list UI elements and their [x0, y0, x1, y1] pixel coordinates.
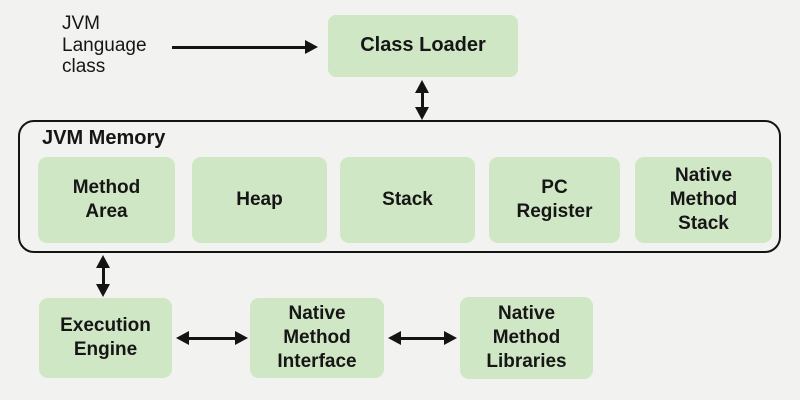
native-method-libraries-label: Native Method Libraries: [486, 302, 567, 373]
stack-box: Stack: [340, 157, 475, 243]
native-method-interface-label: Native Method Interface: [277, 302, 357, 373]
method-area-box: Method Area: [38, 157, 175, 243]
native-method-stack-box: Native Method Stack: [635, 157, 772, 243]
execution-engine-label: Execution Engine: [60, 314, 151, 360]
pc-register-label: PC Register: [516, 176, 593, 222]
jvm-memory-container: [18, 120, 781, 253]
native-method-libraries-box: Native Method Libraries: [460, 297, 593, 379]
source-line-2: Language: [62, 34, 147, 56]
jvm-memory-title: JVM Memory: [42, 127, 166, 149]
pc-register-box: PC Register: [489, 157, 620, 243]
source-line-1: JVM: [62, 13, 100, 34]
class-loader-label: Class Loader: [360, 34, 486, 57]
class-loader-box: Class Loader: [328, 15, 518, 77]
source-line-3: class: [62, 56, 106, 77]
execution-engine-box: Execution Engine: [39, 298, 172, 378]
stack-label: Stack: [382, 188, 433, 210]
heap-box: Heap: [192, 157, 327, 243]
native-method-interface-box: Native Method Interface: [250, 298, 384, 378]
method-area-label: Method Area: [72, 176, 141, 222]
heap-label: Heap: [236, 188, 283, 210]
native-method-stack-label: Native Method Stack: [669, 164, 738, 235]
jvm-language-class-label: JVM Language class: [62, 13, 147, 78]
